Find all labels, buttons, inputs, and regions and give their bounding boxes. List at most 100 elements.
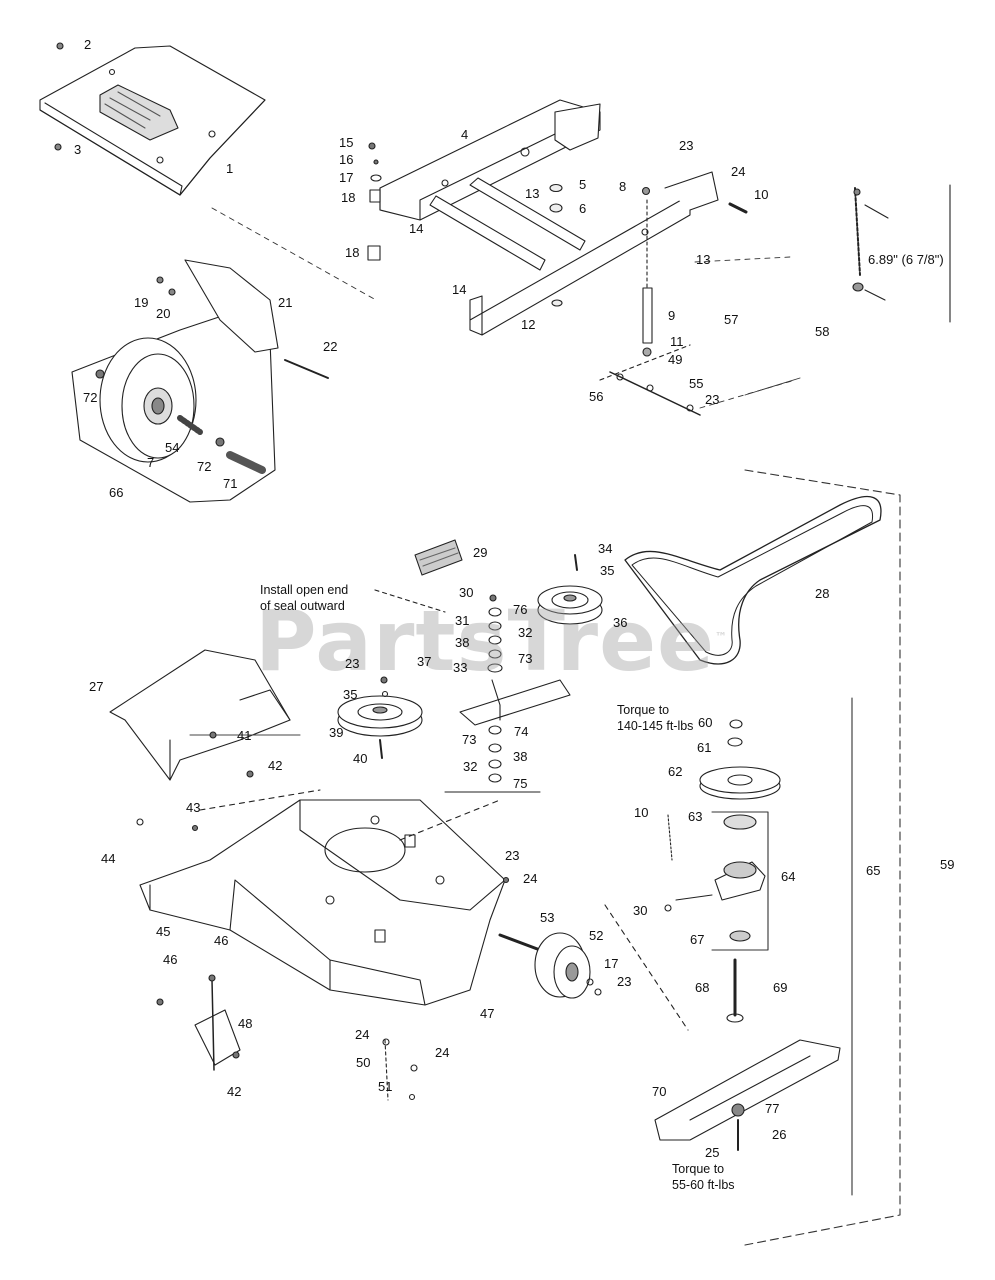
- callout-label: 46: [214, 933, 229, 948]
- callout-label: 74: [514, 724, 529, 739]
- callout-label: 17: [604, 956, 619, 971]
- callout-label: 24: [523, 871, 538, 886]
- callout-label: 73: [518, 651, 533, 666]
- callout-label: 67: [690, 932, 705, 947]
- callout-label: 76: [513, 602, 528, 617]
- callout-label: 33: [453, 660, 468, 675]
- callout-label: 58: [815, 324, 830, 339]
- callout-label: 21: [278, 295, 293, 310]
- callout-label: 66: [109, 485, 124, 500]
- callout-label: 69: [773, 980, 788, 995]
- callout-label: 56: [589, 389, 604, 404]
- callout-label: 60: [698, 715, 713, 730]
- hood-cover-part: [39, 42, 266, 196]
- callout-label: 10: [634, 805, 649, 820]
- callout-label: 13: [696, 252, 711, 267]
- callout-label: 52: [589, 928, 604, 943]
- caster-wheel-assembly: [71, 259, 329, 503]
- lift-bracket-part: [156, 974, 418, 1101]
- callout-label: 32: [463, 759, 478, 774]
- callout-label: 30: [459, 585, 474, 600]
- callout-label: 46: [163, 952, 178, 967]
- deck-frame-part: [367, 99, 748, 336]
- callout-label: 12: [521, 317, 536, 332]
- spindle-housing-group: [604, 469, 901, 1246]
- callout-label: 55: [689, 376, 704, 391]
- callout-label: 17: [339, 170, 354, 185]
- callout-label: 75: [513, 776, 528, 791]
- adjuster-rod-part: [599, 199, 701, 416]
- mower-deck-part: [136, 789, 506, 1006]
- callout-label: 4: [461, 127, 469, 142]
- callout-label: 38: [455, 635, 470, 650]
- spindle-assembly: [337, 539, 603, 793]
- dimension-label: 6.89" (6 7/8"): [868, 252, 944, 267]
- callout-label: 10: [754, 187, 769, 202]
- callout-label: 15: [339, 135, 354, 150]
- callout-label: 27: [89, 679, 104, 694]
- callout-label: 39: [329, 725, 344, 740]
- watermark: PartsTree™: [255, 592, 729, 690]
- callout-label: 23: [679, 138, 694, 153]
- callout-label: 63: [688, 809, 703, 824]
- callout-label: 23: [345, 656, 360, 671]
- callout-label: 16: [339, 152, 354, 167]
- torque-note-top-line2: 140-145 ft-lbs: [617, 719, 694, 733]
- torque-note-top-line1: Torque to: [617, 703, 670, 717]
- callout-label: 59: [940, 857, 955, 872]
- callout-label: 64: [781, 869, 796, 884]
- callout-label: 65: [866, 863, 881, 878]
- callout-label: 44: [101, 851, 116, 866]
- callout-label: 24: [435, 1045, 450, 1060]
- callout-label: 24: [731, 164, 746, 179]
- callout-label: 77: [765, 1101, 780, 1116]
- callout-label: 72: [83, 390, 98, 405]
- callout-label: 25: [705, 1145, 720, 1160]
- callout-label: 72: [197, 459, 212, 474]
- callout-label: 20: [156, 306, 171, 321]
- callout-label: 9: [668, 308, 676, 323]
- callout-label: 14: [409, 221, 424, 236]
- callout-label: 18: [345, 245, 360, 260]
- callout-label: 32: [518, 625, 533, 640]
- callout-label: 2: [84, 37, 92, 52]
- callout-label: 50: [356, 1055, 371, 1070]
- callout-label: 35: [343, 687, 358, 702]
- callout-label: 22: [323, 339, 338, 354]
- callout-label: 35: [600, 563, 615, 578]
- callout-label: 29: [473, 545, 488, 560]
- callout-label: 1: [226, 161, 234, 176]
- callout-label: 45: [156, 924, 171, 939]
- seal-note-line2: of seal outward: [260, 599, 345, 613]
- callout-label: 48: [238, 1016, 253, 1031]
- anti-scalp-wheel-part: [498, 876, 602, 999]
- callout-label: 37: [417, 654, 432, 669]
- callout-label: 18: [341, 190, 356, 205]
- callout-label: 54: [165, 440, 180, 455]
- callout-label: 11: [670, 334, 684, 349]
- callout-label: 23: [705, 392, 720, 407]
- callout-label: 41: [237, 728, 252, 743]
- callout-label: 53: [540, 910, 555, 925]
- callout-label: 26: [772, 1127, 787, 1142]
- callout-label: 6: [579, 201, 587, 216]
- idler-bracket-part: [109, 649, 301, 781]
- callout-label: 51: [378, 1079, 393, 1094]
- callout-label: 71: [223, 476, 238, 491]
- leader-lines-top: [211, 207, 801, 409]
- callout-label: 42: [227, 1084, 242, 1099]
- callout-label: 30: [633, 903, 648, 918]
- callout-label: 7: [147, 455, 155, 470]
- callout-label: 73: [462, 732, 477, 747]
- callout-label: 42: [268, 758, 283, 773]
- torque-note-bottom-line2: 55-60 ft-lbs: [672, 1178, 735, 1192]
- drive-belt-part: [624, 496, 882, 665]
- callout-label: 61: [697, 740, 712, 755]
- callout-label: 13: [525, 186, 540, 201]
- callout-label: 24: [355, 1027, 370, 1042]
- gauge-rod-part: [852, 184, 951, 323]
- callout-label: 8: [619, 179, 627, 194]
- callout-label: 57: [724, 312, 739, 327]
- callout-label: 19: [134, 295, 149, 310]
